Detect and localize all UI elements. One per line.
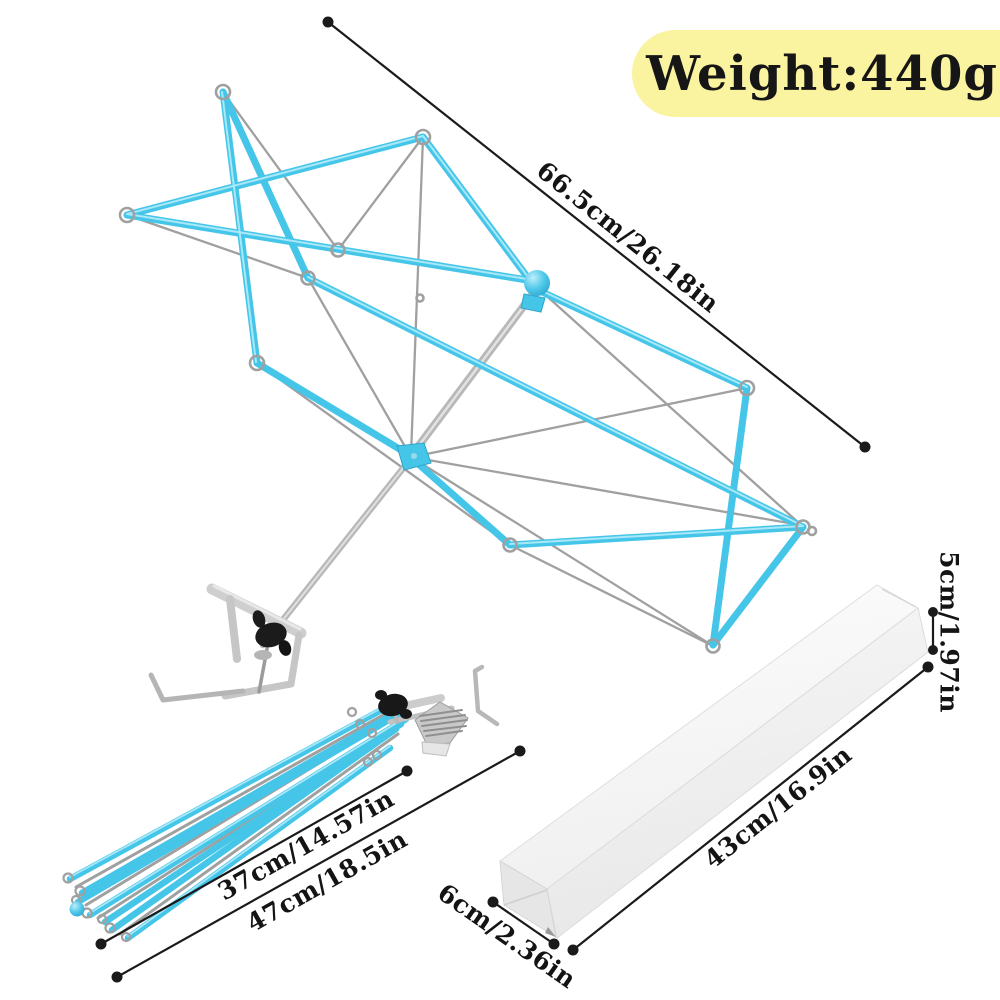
assembled-swift-graphic: [118, 83, 818, 703]
swift-end-loops: [118, 83, 818, 654]
swift-center-shaft: [259, 287, 539, 649]
dim-label-box-height: 5cm/1.97in: [934, 551, 964, 713]
weight-badge-label: Weight:440g: [646, 45, 998, 102]
swift-blue-rods: [123, 88, 807, 649]
folded-clamp-hardware: [375, 664, 500, 757]
folded-swift-graphic: [62, 664, 500, 943]
dim-line-assembled-width: [327, 21, 866, 448]
dim-line-box-width: [492, 901, 555, 945]
dimension-end-dots: [95, 16, 938, 983]
box-front-face: [546, 607, 929, 939]
swift-hub: [396, 442, 432, 471]
swift-top-knob: [520, 270, 550, 313]
dim-line-folded-inner: [100, 770, 408, 945]
weight-badge: Weight:440g: [632, 30, 1000, 117]
dim-line-box-length: [572, 666, 929, 951]
folded-ball-tip: [69, 901, 85, 917]
dim-line-folded-total: [116, 750, 521, 978]
folded-blue-rods: [66, 697, 410, 942]
dimension-lines: [100, 21, 935, 978]
swift-table-clamp: [148, 583, 307, 703]
swift-rod-highlights: [126, 91, 804, 545]
packaging-box-graphic: [499, 584, 929, 939]
